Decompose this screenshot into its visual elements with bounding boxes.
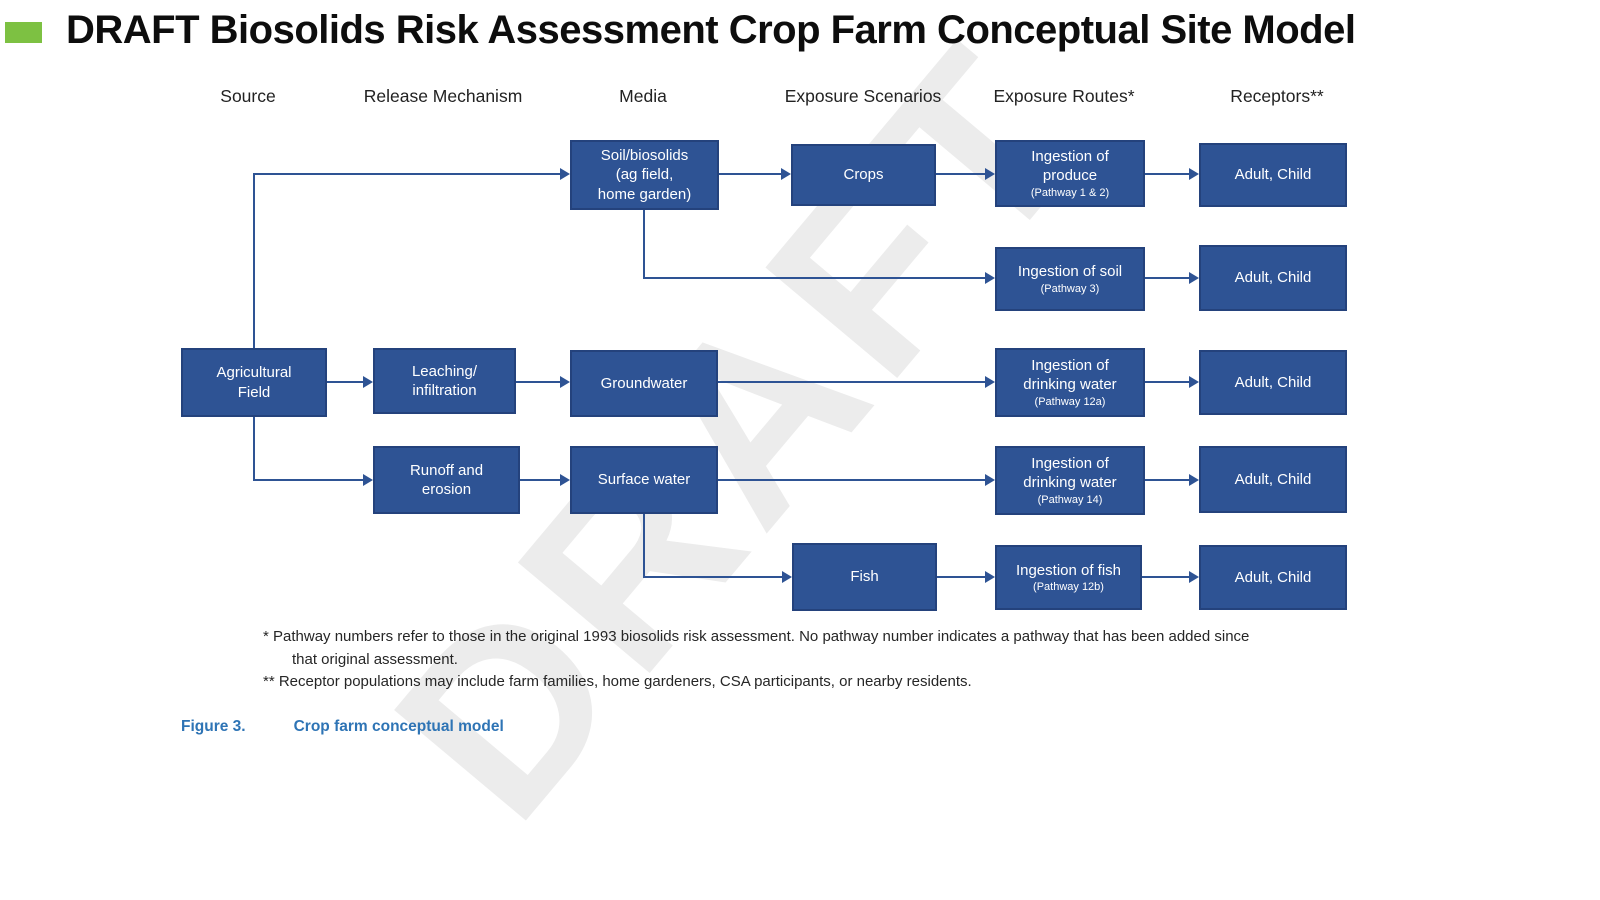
node-label: Surface water bbox=[597, 471, 691, 489]
column-header-receptors: Receptors** bbox=[1230, 86, 1324, 106]
arrowhead-icon bbox=[985, 571, 995, 583]
column-header-release-mechanism: Release Mechanism bbox=[363, 86, 523, 106]
arrowhead-icon bbox=[363, 474, 373, 486]
node-receptor-adult-child-5: Adult, Child bbox=[1199, 545, 1347, 610]
green-bullet-icon bbox=[5, 22, 42, 43]
node-ingestion-soil: Ingestion of soil (Pathway 3) bbox=[995, 247, 1145, 311]
node-label: Adult, Child bbox=[1234, 373, 1312, 391]
node-receptor-adult-child-2: Adult, Child bbox=[1199, 245, 1347, 311]
node-label: Adult, Child bbox=[1234, 470, 1312, 488]
connector-dw12a-to-receptor bbox=[1145, 381, 1189, 383]
node-soil-biosolids: Soil/biosolids (ag field, home garden) bbox=[570, 140, 719, 210]
connector-ingestion-soil-to-receptor bbox=[1145, 277, 1189, 279]
node-pathway-sub: (Pathway 3) bbox=[1040, 282, 1100, 295]
arrowhead-icon bbox=[781, 168, 791, 180]
connector-soil-down bbox=[643, 210, 645, 278]
arrowhead-icon bbox=[363, 376, 373, 388]
node-label: Groundwater bbox=[600, 374, 688, 392]
arrowhead-icon bbox=[985, 474, 995, 486]
arrowhead-icon bbox=[985, 272, 995, 284]
node-pathway-sub: (Pathway 12b) bbox=[1033, 581, 1104, 594]
node-label: Ingestion of fish bbox=[1015, 561, 1122, 579]
arrowhead-icon bbox=[560, 168, 570, 180]
figure-caption: Figure 3. Crop farm conceptual model bbox=[181, 718, 504, 736]
footnote-pathways-line2: that original assessment. bbox=[292, 650, 458, 668]
node-receptor-adult-child-3: Adult, Child bbox=[1199, 350, 1347, 415]
node-receptor-adult-child-1: Adult, Child bbox=[1199, 143, 1347, 207]
node-label: Ingestion of produce bbox=[1031, 147, 1109, 185]
node-surface-water: Surface water bbox=[570, 446, 718, 514]
node-leaching-infiltration: Leaching/ infiltration bbox=[373, 348, 516, 414]
arrowhead-icon bbox=[1189, 376, 1199, 388]
node-pathway-sub: (Pathway 14) bbox=[1037, 493, 1103, 506]
figure-caption-label: Figure 3. bbox=[181, 718, 246, 735]
node-ingestion-drinking-water-surfacewater: Ingestion of drinking water (Pathway 14) bbox=[995, 446, 1145, 515]
arrowhead-icon bbox=[782, 571, 792, 583]
arrowhead-icon bbox=[560, 474, 570, 486]
column-header-exposure-scenarios: Exposure Scenarios bbox=[784, 86, 942, 106]
connector-agfield-to-leaching bbox=[327, 381, 363, 383]
footnotes: * Pathway numbers refer to those in the … bbox=[263, 626, 1249, 694]
node-label: Leaching/ infiltration bbox=[411, 362, 478, 400]
connector-surfacewater-to-dw bbox=[718, 479, 985, 481]
node-label: Crops bbox=[843, 166, 884, 184]
column-header-media: Media bbox=[619, 86, 667, 106]
connector-leaching-to-groundwater bbox=[516, 381, 560, 383]
column-header-exposure-routes: Exposure Routes* bbox=[993, 86, 1135, 106]
connector-surfacewater-down bbox=[643, 514, 645, 577]
connector-runoff-to-surfacewater bbox=[520, 479, 560, 481]
node-crops: Crops bbox=[791, 144, 936, 206]
arrowhead-icon bbox=[1189, 571, 1199, 583]
node-label: Ingestion of drinking water bbox=[1023, 356, 1117, 394]
connector-agfield-down bbox=[253, 417, 255, 480]
node-pathway-sub: (Pathway 12a) bbox=[1034, 395, 1106, 408]
node-pathway-sub: (Pathway 1 & 2) bbox=[1030, 186, 1110, 199]
footnote-pathways-line1: * Pathway numbers refer to those in the … bbox=[263, 628, 1250, 645]
arrowhead-icon bbox=[1189, 474, 1199, 486]
arrowhead-icon bbox=[1189, 168, 1199, 180]
connector-surfacewater-to-fish bbox=[643, 576, 782, 578]
connector-fish-to-ingestion-fish bbox=[937, 576, 985, 578]
node-label: Fish bbox=[850, 568, 879, 586]
connector-agfield-to-runoff bbox=[253, 479, 363, 481]
arrowhead-icon bbox=[560, 376, 570, 388]
column-header-source: Source bbox=[220, 86, 276, 106]
node-runoff-erosion: Runoff and erosion bbox=[373, 446, 520, 514]
connector-groundwater-to-dw bbox=[718, 381, 985, 383]
node-receptor-adult-child-4: Adult, Child bbox=[1199, 446, 1347, 513]
arrowhead-icon bbox=[985, 376, 995, 388]
node-label: Adult, Child bbox=[1234, 269, 1312, 287]
node-label: Agricultural Field bbox=[216, 364, 292, 401]
connector-produce-to-receptor bbox=[1145, 173, 1189, 175]
figure-caption-text: Crop farm conceptual model bbox=[293, 718, 504, 735]
node-groundwater: Groundwater bbox=[570, 350, 718, 417]
node-ingestion-drinking-water-groundwater: Ingestion of drinking water (Pathway 12a… bbox=[995, 348, 1145, 417]
node-agricultural-field: Agricultural Field bbox=[181, 348, 327, 417]
node-label: Adult, Child bbox=[1234, 568, 1312, 586]
connector-soil-to-crops bbox=[719, 173, 781, 175]
node-fish: Fish bbox=[792, 543, 937, 611]
connector-agfield-up bbox=[253, 174, 255, 348]
arrowhead-icon bbox=[985, 168, 995, 180]
connector-agfield-to-soil bbox=[253, 173, 560, 175]
node-label: Ingestion of drinking water bbox=[1023, 454, 1117, 492]
node-label: Ingestion of soil bbox=[1017, 263, 1123, 281]
node-label: Soil/biosolids (ag field, home garden) bbox=[597, 146, 692, 203]
connector-crops-to-produce bbox=[936, 173, 985, 175]
connector-soil-to-ingestion-soil bbox=[643, 277, 985, 279]
node-label: Runoff and erosion bbox=[409, 461, 484, 499]
slide-title: DRAFT Biosolids Risk Assessment Crop Far… bbox=[66, 8, 1356, 52]
footnote-receptors: ** Receptor populations may include farm… bbox=[263, 673, 972, 690]
node-label: Adult, Child bbox=[1234, 166, 1312, 184]
connector-dw14-to-receptor bbox=[1145, 479, 1189, 481]
node-ingestion-fish: Ingestion of fish (Pathway 12b) bbox=[995, 545, 1142, 610]
arrowhead-icon bbox=[1189, 272, 1199, 284]
connector-ingestion-fish-to-receptor bbox=[1142, 576, 1189, 578]
node-ingestion-produce: Ingestion of produce (Pathway 1 & 2) bbox=[995, 140, 1145, 207]
